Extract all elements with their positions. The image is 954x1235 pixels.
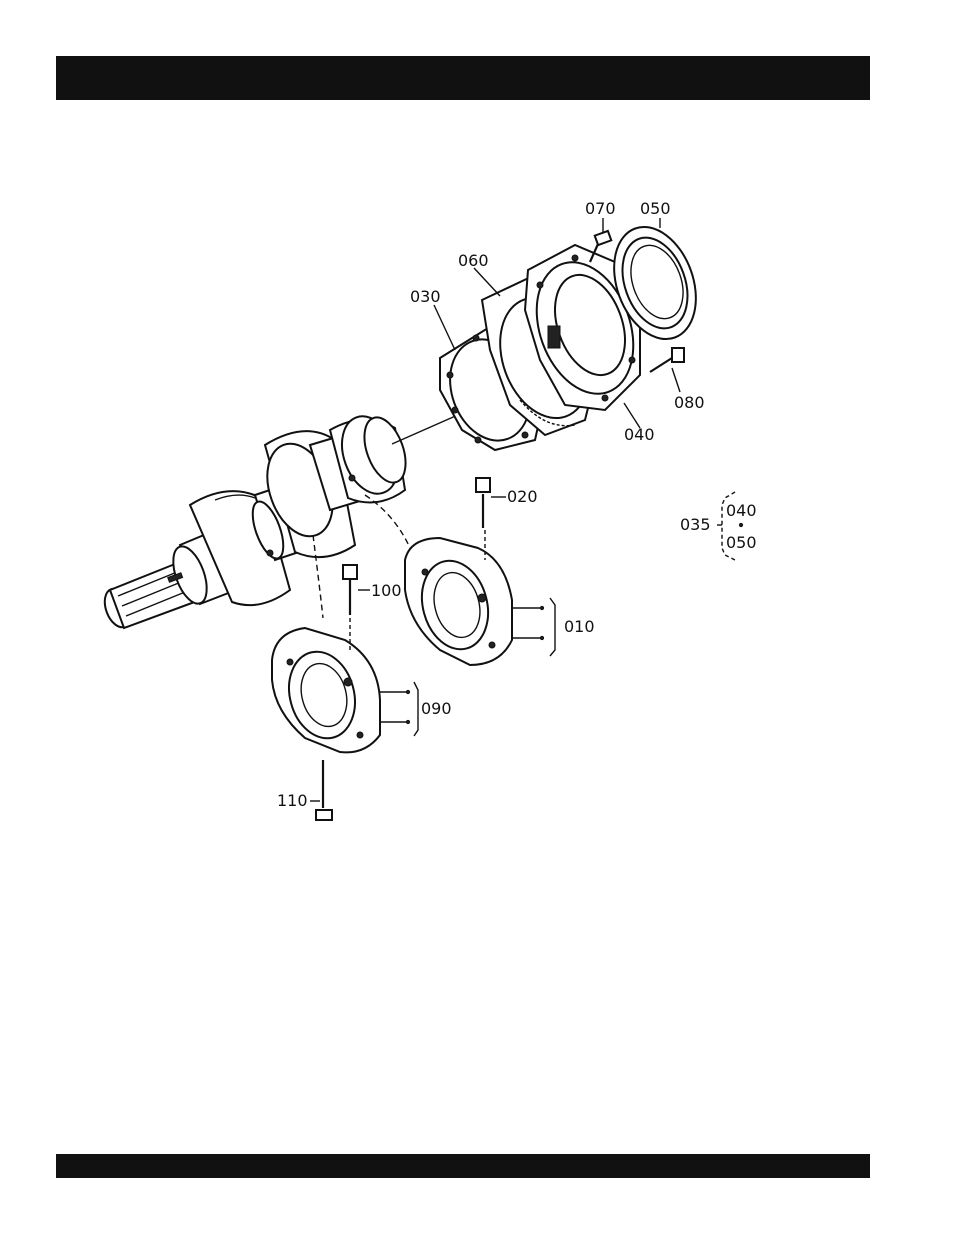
label-010: 010 (564, 617, 595, 636)
label-060: 060 (458, 251, 489, 270)
label-110: 110 (277, 791, 308, 810)
bearing-case-090 (272, 628, 380, 752)
label-030: 030 (410, 287, 441, 306)
crankshaft (100, 409, 414, 631)
label-040: 040 (624, 425, 655, 444)
bearing-case-010 (405, 538, 512, 665)
label-035-sub-050: 050 (726, 533, 757, 552)
leader-line (392, 414, 460, 444)
label-050: 050 (640, 199, 671, 218)
label-035: 035 (680, 515, 711, 534)
label-090: 090 (421, 699, 452, 718)
bolt-110 (316, 760, 332, 820)
label-100: 100 (371, 581, 402, 600)
bolt-100 (343, 565, 357, 650)
label-070: 070 (585, 199, 616, 218)
footer-bar (56, 1154, 870, 1178)
label-020: 020 (507, 487, 538, 506)
bolt-080 (650, 348, 684, 372)
label-080: 080 (674, 393, 705, 412)
label-035-sub-040: 040 (726, 501, 757, 520)
